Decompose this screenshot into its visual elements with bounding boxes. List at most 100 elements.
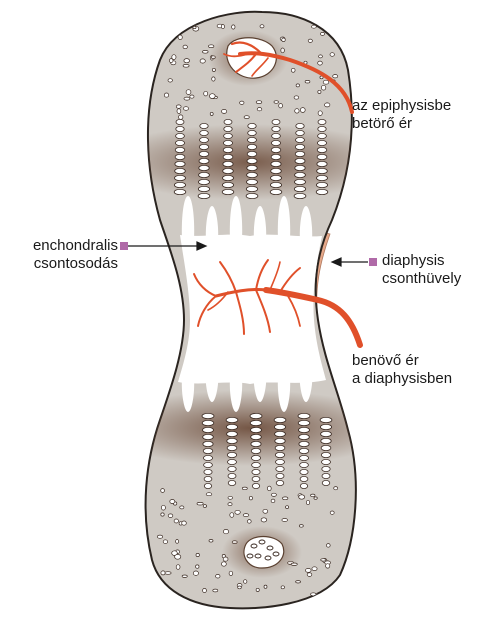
- chondrocyte: [315, 181, 328, 188]
- chondrocyte: [227, 458, 237, 465]
- cartilage-cell: [220, 24, 225, 30]
- chondrocyte: [298, 440, 310, 447]
- cartilage-cell: [192, 25, 197, 30]
- chondrocyte: [270, 167, 282, 174]
- cartilage-cell: [182, 64, 190, 68]
- chondrocyte: [319, 423, 332, 430]
- cartilage-cell: [189, 94, 195, 99]
- chondrocyte: [299, 475, 309, 482]
- ossification-center-cells: [246, 539, 280, 561]
- cartilage-cell: [179, 505, 185, 510]
- chondrocyte: [274, 451, 286, 458]
- chondrocyte: [199, 123, 209, 130]
- chondrocyte: [246, 150, 258, 157]
- cartilage-cell: [166, 36, 173, 41]
- cavity-finger: [181, 196, 195, 240]
- chondrocyte: [295, 136, 305, 143]
- cartilage-cell: [282, 496, 289, 501]
- chondrocyte: [250, 426, 262, 433]
- chondrocyte: [197, 192, 211, 199]
- cartilage-cell: [243, 115, 250, 119]
- chondrocyte: [175, 126, 185, 133]
- cartilage-cell: [221, 109, 228, 114]
- chondrocyte: [270, 160, 282, 167]
- chondrocyte: [298, 454, 309, 461]
- chondrocyte: [174, 174, 186, 181]
- chondrocyte: [246, 164, 258, 171]
- chondrocyte: [270, 139, 281, 146]
- chondrocyte: [226, 444, 238, 451]
- chondrocyte: [321, 472, 331, 479]
- chondrocyte: [203, 468, 213, 475]
- cartilage-cell: [239, 100, 245, 105]
- cartilage-cell: [234, 509, 241, 515]
- cartilage-cell: [247, 519, 252, 524]
- chondrocyte: [273, 416, 287, 423]
- pointer-lines: [128, 241, 368, 267]
- cartilage-cell: [157, 591, 164, 596]
- chondrocyte: [320, 451, 332, 458]
- cartilage-cell: [278, 103, 283, 109]
- chondrocyte: [320, 437, 332, 444]
- chondrocyte: [198, 143, 210, 150]
- chondrocyte: [203, 461, 213, 468]
- cartilage-cell: [164, 571, 172, 575]
- chondrocyte: [320, 444, 332, 451]
- chondrocyte: [316, 146, 328, 153]
- chondrocyte: [293, 192, 307, 199]
- chondrocyte: [174, 153, 186, 160]
- cartilage-cell: [273, 100, 279, 104]
- chondrocyte: [298, 426, 310, 433]
- cartilage-cell: [175, 539, 179, 544]
- cartilage-cell: [326, 543, 331, 548]
- cartilage-cell: [228, 570, 234, 576]
- cartilage-cell: [183, 96, 191, 101]
- chondrocyte: [223, 132, 233, 139]
- cartilage-cell: [335, 580, 340, 584]
- chondrocyte: [174, 167, 186, 174]
- cavity-finger: [229, 378, 243, 412]
- chondrocyte: [275, 479, 285, 486]
- cartilage-cell: [160, 512, 165, 517]
- cartilage-cell: [212, 588, 219, 593]
- label-epiphysis-vessel-line1: az epiphysisbe: [352, 97, 452, 114]
- chondrocyte: [251, 461, 261, 468]
- label-diaphysis-sheath: diaphysis csonthüvely: [382, 252, 461, 288]
- chondrocyte: [317, 126, 327, 133]
- cartilage-cell: [171, 54, 177, 60]
- cartilage-cell: [195, 564, 200, 569]
- cartilage-cell: [329, 52, 335, 57]
- cartilage-cell: [281, 518, 288, 522]
- chondrocyte: [174, 139, 185, 146]
- cartilage-cell: [221, 561, 227, 567]
- cartilage-cell: [163, 92, 170, 98]
- chondrocyte: [198, 164, 210, 171]
- chondrocyte: [270, 153, 282, 160]
- chondrocyte: [294, 178, 306, 185]
- cartilage-cell: [181, 520, 187, 526]
- cartilage-cell: [313, 496, 318, 500]
- chondrocyte: [247, 136, 257, 143]
- cartilage-cell: [311, 566, 318, 571]
- chondrocyte: [227, 472, 237, 479]
- cartilage-cell: [182, 44, 188, 50]
- cartilage-cell: [293, 95, 300, 100]
- chondrocyte: [270, 174, 282, 181]
- cartilage-cell: [209, 111, 214, 116]
- cartilage-cell: [181, 574, 188, 578]
- cartilage-cell: [311, 24, 317, 29]
- chondrocyte: [174, 146, 186, 153]
- chondrocyte: [198, 150, 210, 157]
- cartilage-cell: [183, 106, 189, 111]
- chondrocyte: [295, 129, 305, 136]
- cartilage-cell: [202, 588, 207, 593]
- chondrocyte: [251, 482, 261, 489]
- chondrocyte: [199, 129, 209, 136]
- ossification-cell: [264, 555, 272, 561]
- chondrocyte: [245, 192, 259, 199]
- cartilage-cell: [294, 108, 300, 114]
- cartilage-cell: [169, 58, 174, 63]
- chondrocyte: [174, 160, 186, 167]
- label-enchondral-line1: enchondralis: [32, 237, 118, 254]
- ossification-cell: [272, 551, 280, 557]
